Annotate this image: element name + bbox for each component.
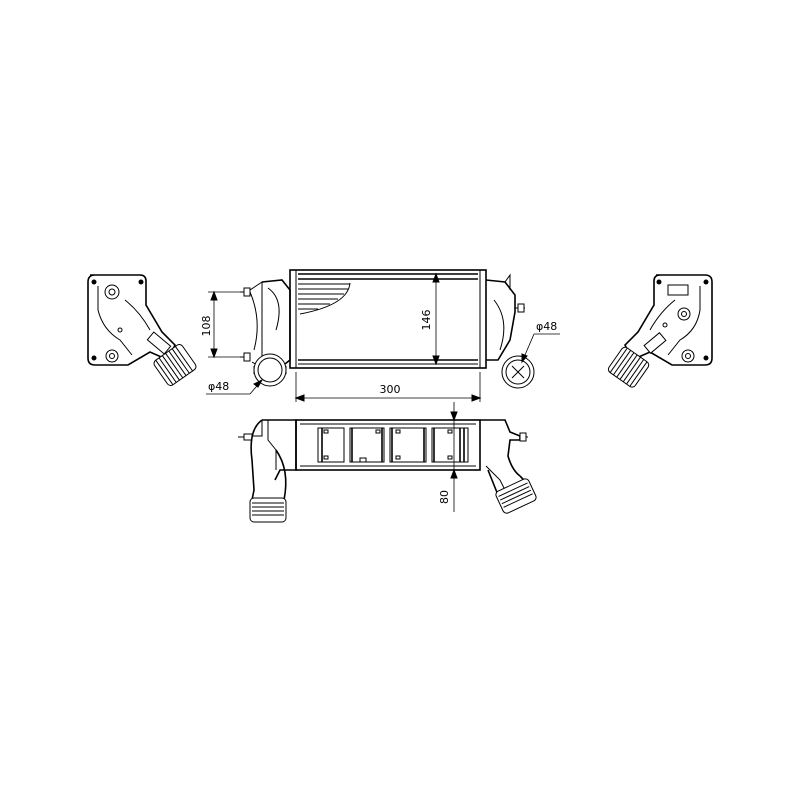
- dimension-phi48-left: φ48: [206, 378, 264, 395]
- dimension-108: 108: [200, 290, 244, 359]
- right-side-view: [607, 274, 713, 388]
- dimension-108-label: 108: [200, 316, 213, 337]
- dimension-phi48-left-label: φ48: [208, 380, 229, 393]
- dimension-80: 80: [438, 402, 458, 512]
- dimension-80-label: 80: [438, 490, 451, 504]
- top-view: [238, 419, 537, 523]
- dimension-300-label: 300: [380, 383, 401, 396]
- dimension-146: 146: [420, 272, 440, 366]
- front-view: [240, 269, 535, 389]
- left-side-view: [87, 274, 197, 386]
- dimension-phi48-right-label: φ48: [536, 320, 557, 333]
- core-fins: [298, 273, 478, 365]
- dimension-146-label: 146: [420, 310, 433, 331]
- dimension-300: 300: [294, 372, 482, 402]
- dimension-phi48-right: φ48: [521, 320, 560, 364]
